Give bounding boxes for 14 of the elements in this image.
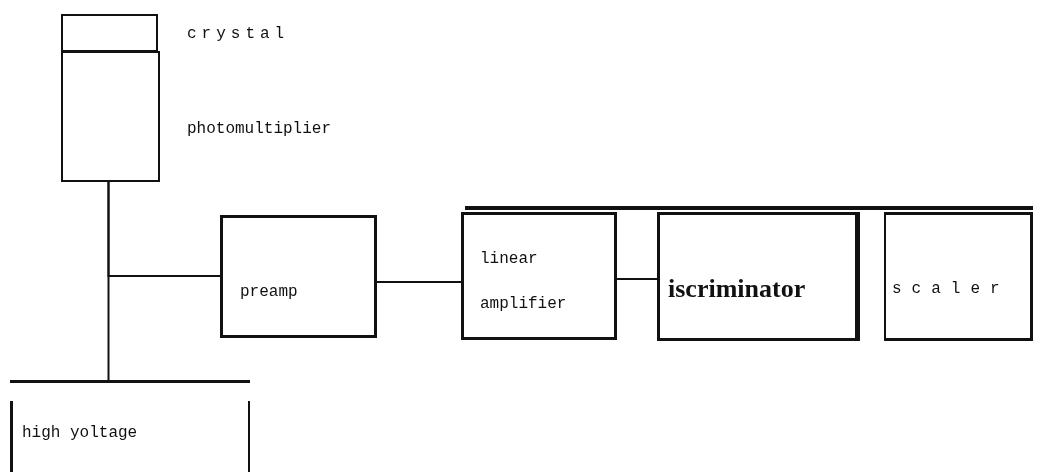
- connector-line: [107, 181, 221, 277]
- module-label: high yoltage: [22, 425, 138, 443]
- module-label: crystal: [187, 26, 290, 44]
- module-box: [884, 212, 1033, 341]
- module-box: [657, 212, 860, 341]
- module-label: iscriminator: [668, 275, 806, 304]
- module-label: scaler: [892, 281, 1010, 299]
- power-supply-box: [10, 380, 250, 472]
- connector-line: [616, 278, 658, 280]
- module-box: [461, 212, 617, 340]
- module-label: preamp: [240, 284, 298, 302]
- module-box: [220, 215, 377, 338]
- connector-line: [376, 281, 462, 283]
- module-label: photomultiplier: [187, 121, 332, 139]
